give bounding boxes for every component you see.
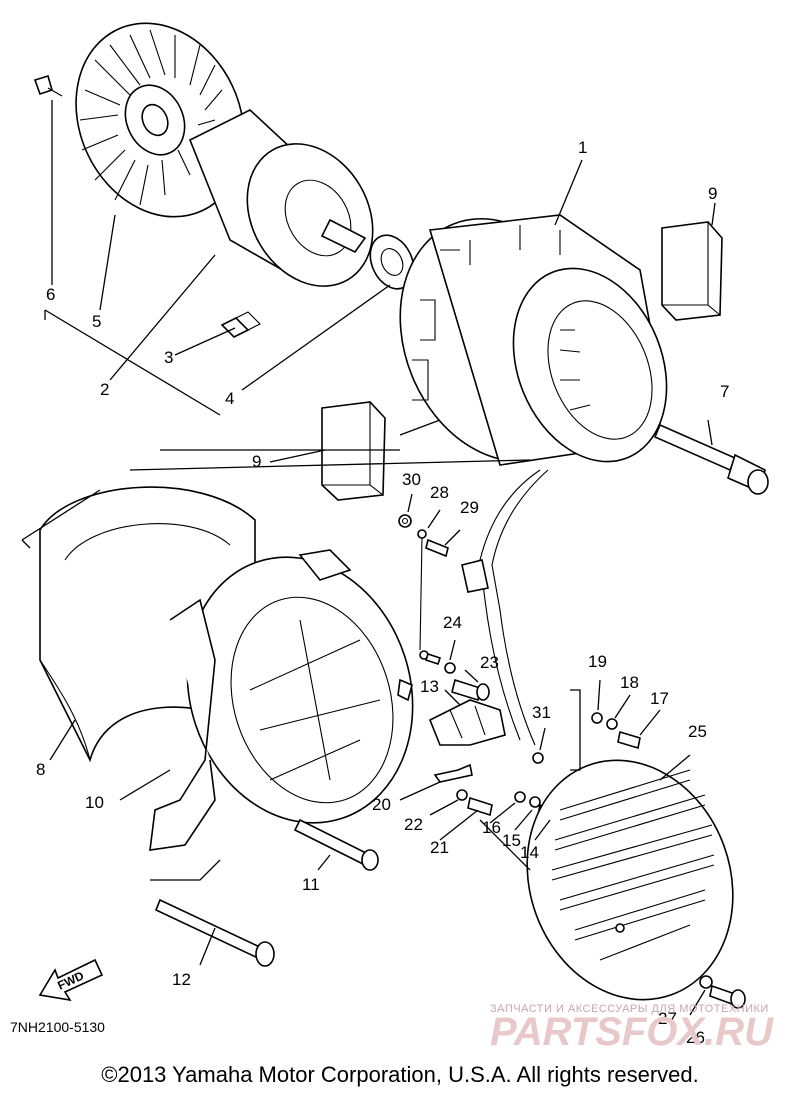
callout-10: 10 [85,793,104,812]
callout-6: 6 [46,285,55,304]
callout-3: 3 [164,348,173,367]
callout-17: 17 [650,689,669,708]
callout-25: 25 [688,722,707,741]
copyright-notice: ©2013 Yamaha Motor Corporation, U.S.A. A… [101,1062,699,1087]
watermark-subtitle: ЗАПЧАСТИ И АКСЕССУАРЫ ДЛЯ МОТОТЕХНИКИ [490,1003,769,1015]
drawing-code: 7NH2100-5130 [10,1019,105,1035]
leader-lines [21,100,716,1016]
callout-30: 30 [402,470,421,489]
small-screws [398,514,641,824]
end-cover [526,759,734,1001]
callout-2: 2 [100,380,109,399]
callout-21: 21 [430,838,449,857]
housing [149,549,414,851]
stator [399,214,668,746]
callout-9-upper: 9 [708,184,717,203]
callout-26: 26 [686,1028,705,1047]
insulator-9-lower [321,401,386,501]
callout-28: 28 [430,483,449,502]
callout-8: 8 [36,760,45,779]
key-clip [220,311,261,338]
bolt-6 [33,74,63,97]
bearing [369,234,415,290]
callout-5: 5 [92,312,101,331]
callout-22: 22 [404,815,423,834]
exploded-parts-diagram: 1 2 3 4 5 6 7 8 9 9 10 11 12 13 14 15 16… [10,22,774,1054]
callout-20: 20 [372,795,391,814]
callout-19: 19 [588,652,607,671]
fwd-arrow-icon: FWD [38,958,104,1002]
callout-9-lower: 9 [252,452,261,471]
bolt-26-washer-27 [699,975,746,1009]
rotor [188,109,374,287]
watermark-logo: PARTSFOX.RU [490,1010,774,1054]
callout-18: 18 [620,673,639,692]
callout-23: 23 [480,653,499,672]
brush-holder [428,699,506,746]
callout-11: 11 [302,875,320,894]
bolt-12 [154,898,275,967]
callout-24: 24 [443,613,462,632]
bolt-11 [293,818,379,871]
insulator-9-upper [661,221,723,321]
callout-7: 7 [720,382,729,401]
callout-16: 16 [482,818,501,837]
callout-1: 1 [578,138,587,157]
bolt-7 [653,423,769,495]
callout-4: 4 [225,389,234,408]
callout-27: 27 [658,1009,677,1028]
callout-12: 12 [172,970,191,989]
callout-29: 29 [460,498,479,517]
callout-15: 15 [502,831,521,850]
part-callouts: 1 2 3 4 5 6 7 8 9 9 10 11 12 13 14 15 16… [36,138,729,1047]
callout-31: 31 [532,703,551,722]
callout-13: 13 [420,677,439,696]
callout-14: 14 [520,843,539,862]
